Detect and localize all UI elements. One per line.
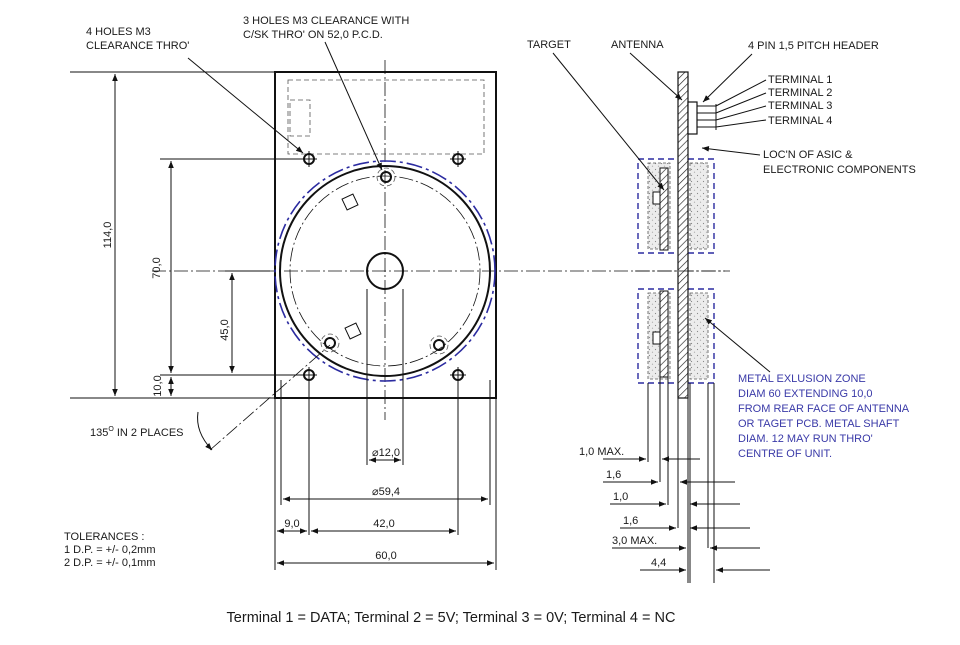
angle-arc [197,411,213,451]
label-m3-holes: 4 HOLES M3 [86,26,151,38]
exclusion-zone-lower [637,288,715,384]
csk-hole [429,335,449,355]
leader-csk [324,41,383,171]
caption: Terminal 1 = DATA; Terminal 2 = 5V; Term… [227,610,676,626]
dim-60: 60,0 [375,550,396,562]
m3-hole [301,367,317,383]
tolerance-2dp: 2 D.P. = +/- 0,1mm [64,557,156,569]
label-asic: LOC'N OF ASIC & [763,149,853,161]
label-terminal-4: TERMINAL 4 [768,115,832,127]
square-component [341,193,359,211]
side-view: 1,0 MAX. 1,6 1,0 1,6 3,0 MAX. 4,4 [579,71,770,583]
shaft-hole [366,252,404,290]
front-view [152,41,730,451]
label-exclusion-1: METAL EXLUSION ZONE [738,373,866,385]
exclusion-zone-upper [637,158,715,254]
label-exclusion-4: OR TAGET PCB. METAL SHAFT [738,418,900,430]
side-labels: TARGET ANTENNA 4 PIN 1,5 PITCH HEADER TE… [527,39,916,460]
label-terminal-1: TERMINAL 1 [768,74,832,86]
pcd-circle [289,175,481,367]
label-m3-holes-2: CLEARANCE THRO' [86,40,189,52]
exclusion-circle [274,160,496,382]
label-terminal-3: TERMINAL 3 [768,100,832,112]
label-terminal-2: TERMINAL 2 [768,87,832,99]
dim-side-4: 1,6 [623,515,638,527]
label-header: 4 PIN 1,5 PITCH HEADER [748,40,879,52]
dim-10: 10,0 [152,375,164,396]
target-pcb-upper [659,167,669,251]
dim-side-6: 4,4 [651,557,666,569]
label-exclusion-5: DIAM. 12 MAY RUN THRO' [738,433,873,445]
label-asic-2: ELECTRONIC COMPONENTS [763,164,916,176]
dim-42: 42,0 [373,518,394,530]
front-labels: 4 HOLES M3 CLEARANCE THRO' 3 HOLES M3 CL… [64,15,409,569]
m3-hole [450,151,466,167]
component-area-inner [289,99,311,137]
antenna-pcb [677,71,689,399]
label-csk-holes: 3 HOLES M3 CLEARANCE WITH [243,15,409,27]
target-component [652,191,661,205]
component-area-dashed [287,79,485,155]
tolerances-title: TOLERANCES : [64,531,145,543]
dim-45: 45,0 [219,319,231,340]
label-angle: 135O IN 2 PLACES [90,426,184,439]
label-target: TARGET [527,39,571,51]
target-pcb-lower [659,290,669,378]
board-outline [274,71,497,399]
m3-hole [301,151,317,167]
csk-hole [376,167,396,187]
m3-hole [450,367,466,383]
label-exclusion-6: CENTRE OF UNIT. [738,448,832,460]
leader-m3 [187,57,304,154]
dim-12: ⌀12,0 [372,447,400,459]
csk-hole [320,333,340,353]
target-component [652,331,661,345]
square-component [344,322,362,340]
pin-header [687,101,698,135]
dim-9: 9,0 [284,518,299,530]
dim-side-5: 3,0 MAX. [612,535,657,547]
front-dimensions: 114,0 70,0 45,0 10,0 ⌀12,0 ⌀59,4 9,0 42,… [70,71,497,570]
dim-side-3: 1,0 [613,491,628,503]
dim-side-2: 1,6 [606,469,621,481]
target-disc-outer [279,165,491,377]
tolerance-1dp: 1 D.P. = +/- 0,2mm [64,544,156,556]
rear-block-upper [689,162,709,250]
label-exclusion-2: DIAM 60 EXTENDING 10,0 [738,388,873,400]
rear-block-lower [689,292,709,380]
dim-side-1: 1,0 MAX. [579,446,624,458]
dim-59: ⌀59,4 [372,486,400,498]
label-csk-holes-2: C/SK THRO' ON 52,0 P.C.D. [243,29,383,41]
dim-70: 70,0 [151,257,163,278]
label-exclusion-3: FROM REAR FACE OF ANTENNA [738,403,910,415]
label-antenna: ANTENNA [611,39,664,51]
dim-114: 114,0 [102,222,114,249]
